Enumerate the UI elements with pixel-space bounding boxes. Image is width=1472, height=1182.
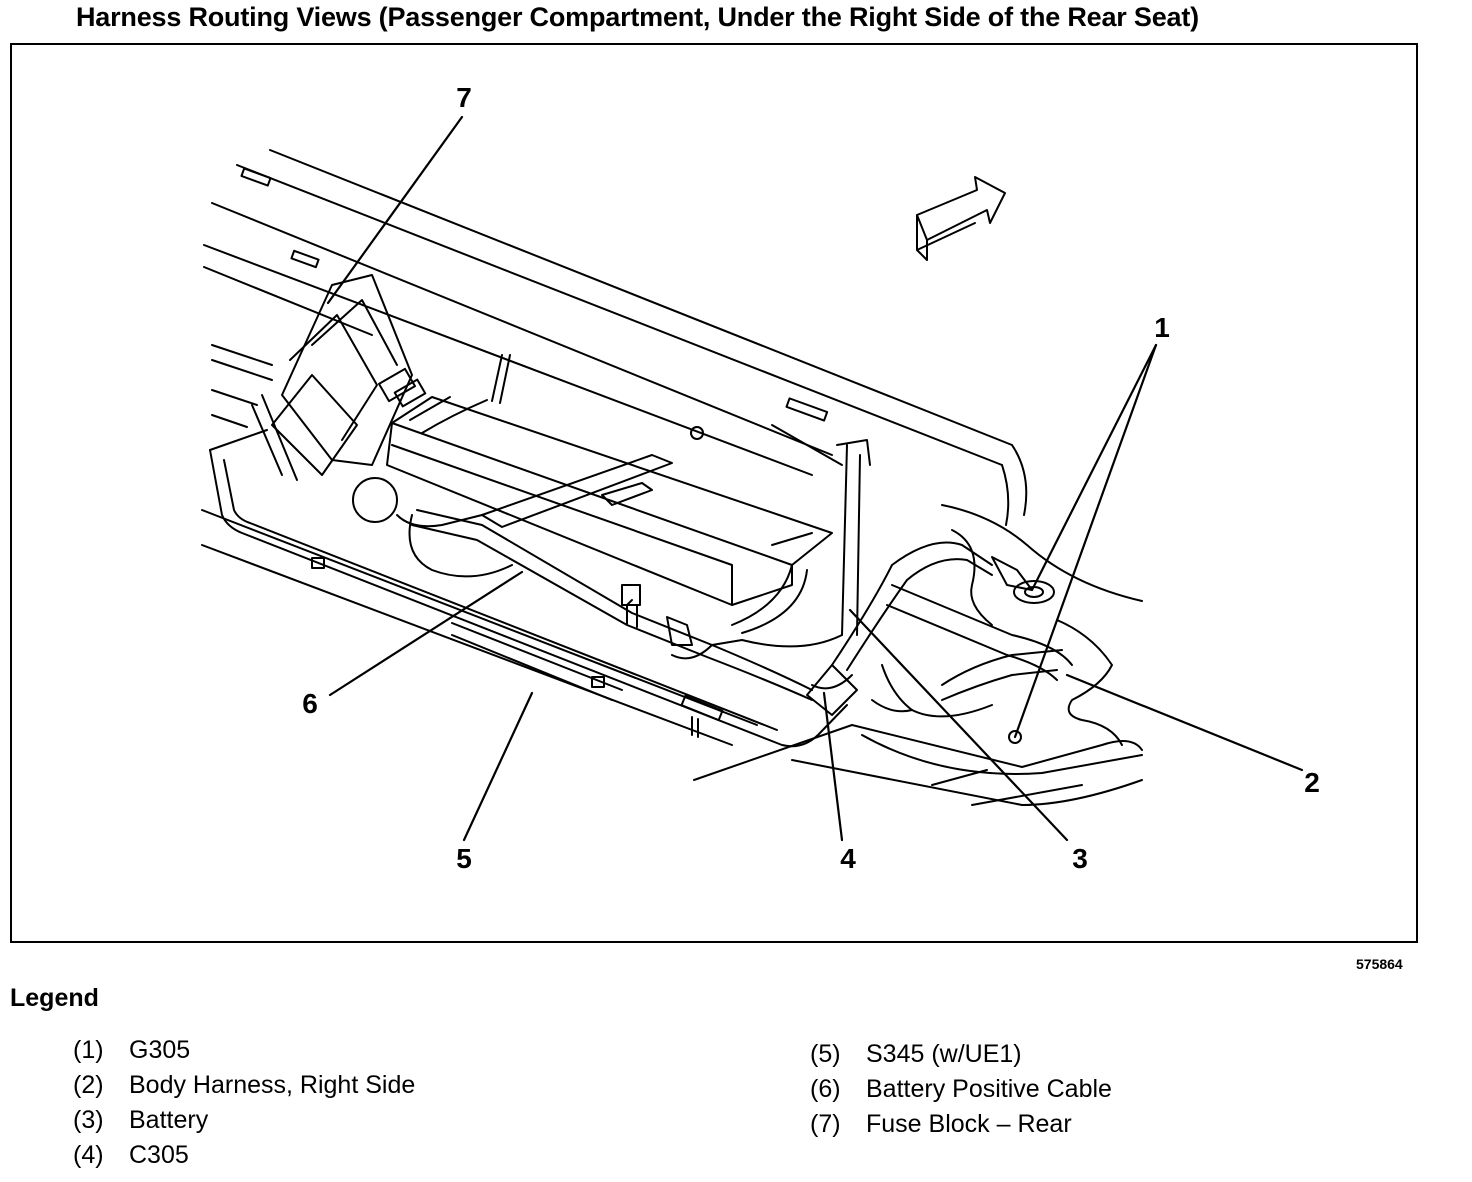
legend-item-number: (5) — [810, 1040, 841, 1068]
legend-item: (7) Fuse Block – Rear — [810, 1107, 1112, 1142]
figure-id: 575864 — [1356, 956, 1403, 972]
legend-item-label: Battery — [129, 1106, 209, 1134]
legend-column-left: (1) G305 (2) Body Harness, Right Side (3) B… — [73, 1033, 415, 1173]
legend-item-number: (6) — [810, 1075, 841, 1103]
rear-fuse-block — [211, 274, 427, 481]
forward-direction-arrow — [916, 176, 1006, 261]
legend-item-label: C305 — [129, 1141, 189, 1169]
legend-item-number: (7) — [810, 1110, 841, 1138]
legend-item-number: (1) — [73, 1036, 104, 1064]
callout-6: 6 — [302, 688, 318, 719]
legend-item-label: S345 (w/UE1) — [866, 1040, 1022, 1068]
diagram-title: Harness Routing Views (Passenger Compart… — [76, 2, 1199, 32]
callout-leader-lines — [326, 115, 1304, 842]
legend-item: (6) Battery Positive Cable — [810, 1072, 1112, 1107]
legend-item-number: (4) — [73, 1141, 104, 1169]
legend-item-number: (2) — [73, 1071, 104, 1099]
legend-column-right: (5) S345 (w/UE1) (6) Battery Positive Cabl… — [810, 1037, 1112, 1142]
legend-heading: Legend — [10, 984, 99, 1012]
harness-routing-illustration: 7 1 2 3 4 5 6 — [10, 43, 1418, 943]
legend-item-label: Fuse Block – Rear — [866, 1110, 1072, 1138]
callout-7: 7 — [456, 82, 472, 113]
legend-item-label: Body Harness, Right Side — [129, 1071, 416, 1099]
legend-item: (4) C305 — [73, 1138, 415, 1173]
callout-1: 1 — [1154, 312, 1170, 343]
legend-item-label: Battery Positive Cable — [866, 1075, 1112, 1103]
floor-tray — [201, 429, 1143, 806]
seat-frame-rails — [203, 149, 1143, 626]
legend-item: (3) Battery — [73, 1103, 415, 1138]
legend-item: (5) S345 (w/UE1) — [810, 1037, 1112, 1072]
callout-2: 2 — [1304, 767, 1320, 798]
battery-body — [386, 354, 833, 606]
body-harness-right-side — [771, 424, 1073, 744]
battery-positive-cable — [352, 477, 858, 716]
callout-5: 5 — [456, 843, 472, 874]
legend-item-label: G305 — [129, 1036, 191, 1064]
callout-3: 3 — [1072, 843, 1088, 874]
callout-4: 4 — [840, 843, 856, 874]
legend-item-number: (3) — [73, 1106, 104, 1134]
legend-item: (2) Body Harness, Right Side — [73, 1068, 415, 1103]
legend-item: (1) G305 — [73, 1033, 415, 1068]
